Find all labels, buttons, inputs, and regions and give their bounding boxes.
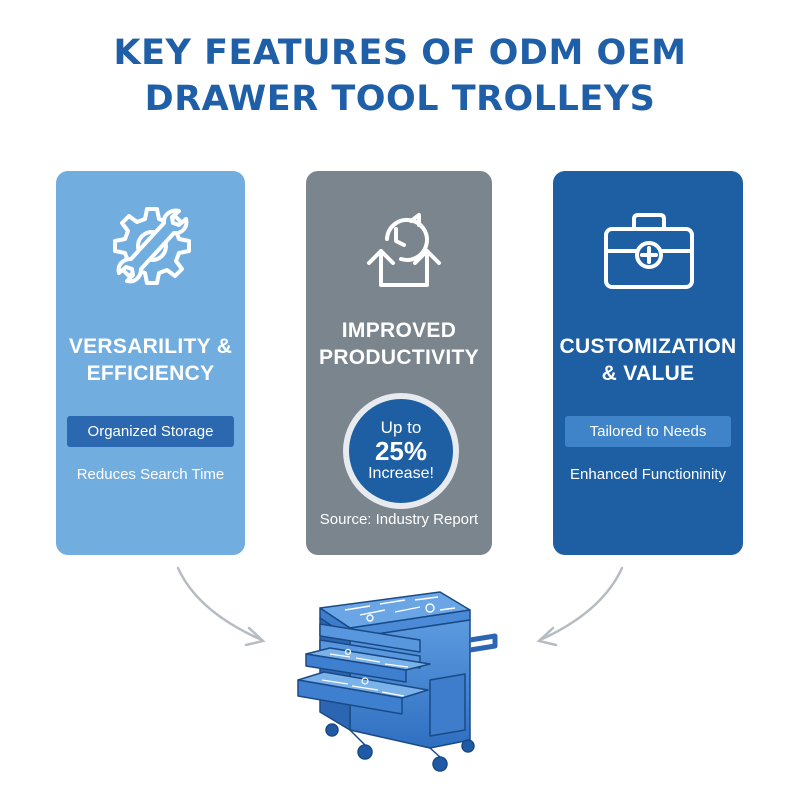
tool-trolley-icon [297,591,498,772]
left-curved-arrow [176,566,266,647]
card-heading: VERSARILITY & EFFICIENCY [56,333,245,387]
source-note: Source: Industry Report [319,511,479,528]
card-heading: IMPROVED PRODUCTIVITY [306,317,492,371]
card-heading: CUSTOMIZATION & VALUE [553,333,743,387]
stat-value: 25% [374,436,428,466]
card-heading-line-1: CUSTOMIZATION [559,335,737,358]
productivity-stat-badge: Up to 25% Increase! [343,393,459,509]
stat-prefix: Up to [380,418,422,437]
card-heading-line-2: EFFICIENCY [86,362,215,385]
card-heading-line-1: IMPROVED [341,319,457,342]
stat-suffix: Increase! [368,465,434,482]
page-title: KEY FEATURES OF ODM OEM DRAWER TOOL TROL… [0,30,800,122]
title-line-2: DRAWER TOOL TROLLEYS [144,79,656,119]
card-heading-line-1: VERSARILITY & [68,335,233,358]
card-heading-line-2: PRODUCTIVITY [319,346,479,369]
card-subtext: Enhanced Functioninity [570,466,726,483]
card-heading-line-2: & VALUE [601,362,695,385]
right-curved-arrow [536,566,624,647]
feature-card-versatility: VERSARILITY & EFFICIENCY Organized Stora… [56,171,245,555]
title-line-1: KEY FEATURES OF ODM OEM [113,33,687,73]
toolbox-icon [553,201,743,297]
card-subtext: Reduces Search Time [76,466,225,483]
cycle-clock-icon [306,201,492,297]
gear-wrench-icon [56,201,245,297]
feature-card-customization: CUSTOMIZATION & VALUE Tailored to Needs … [553,171,743,555]
feature-card-productivity: IMPROVED PRODUCTIVITY Up to 25% Increase… [306,171,492,555]
tag-organized-storage: Organized Storage [67,416,234,447]
tag-tailored-to-needs: Tailored to Needs [565,416,731,447]
